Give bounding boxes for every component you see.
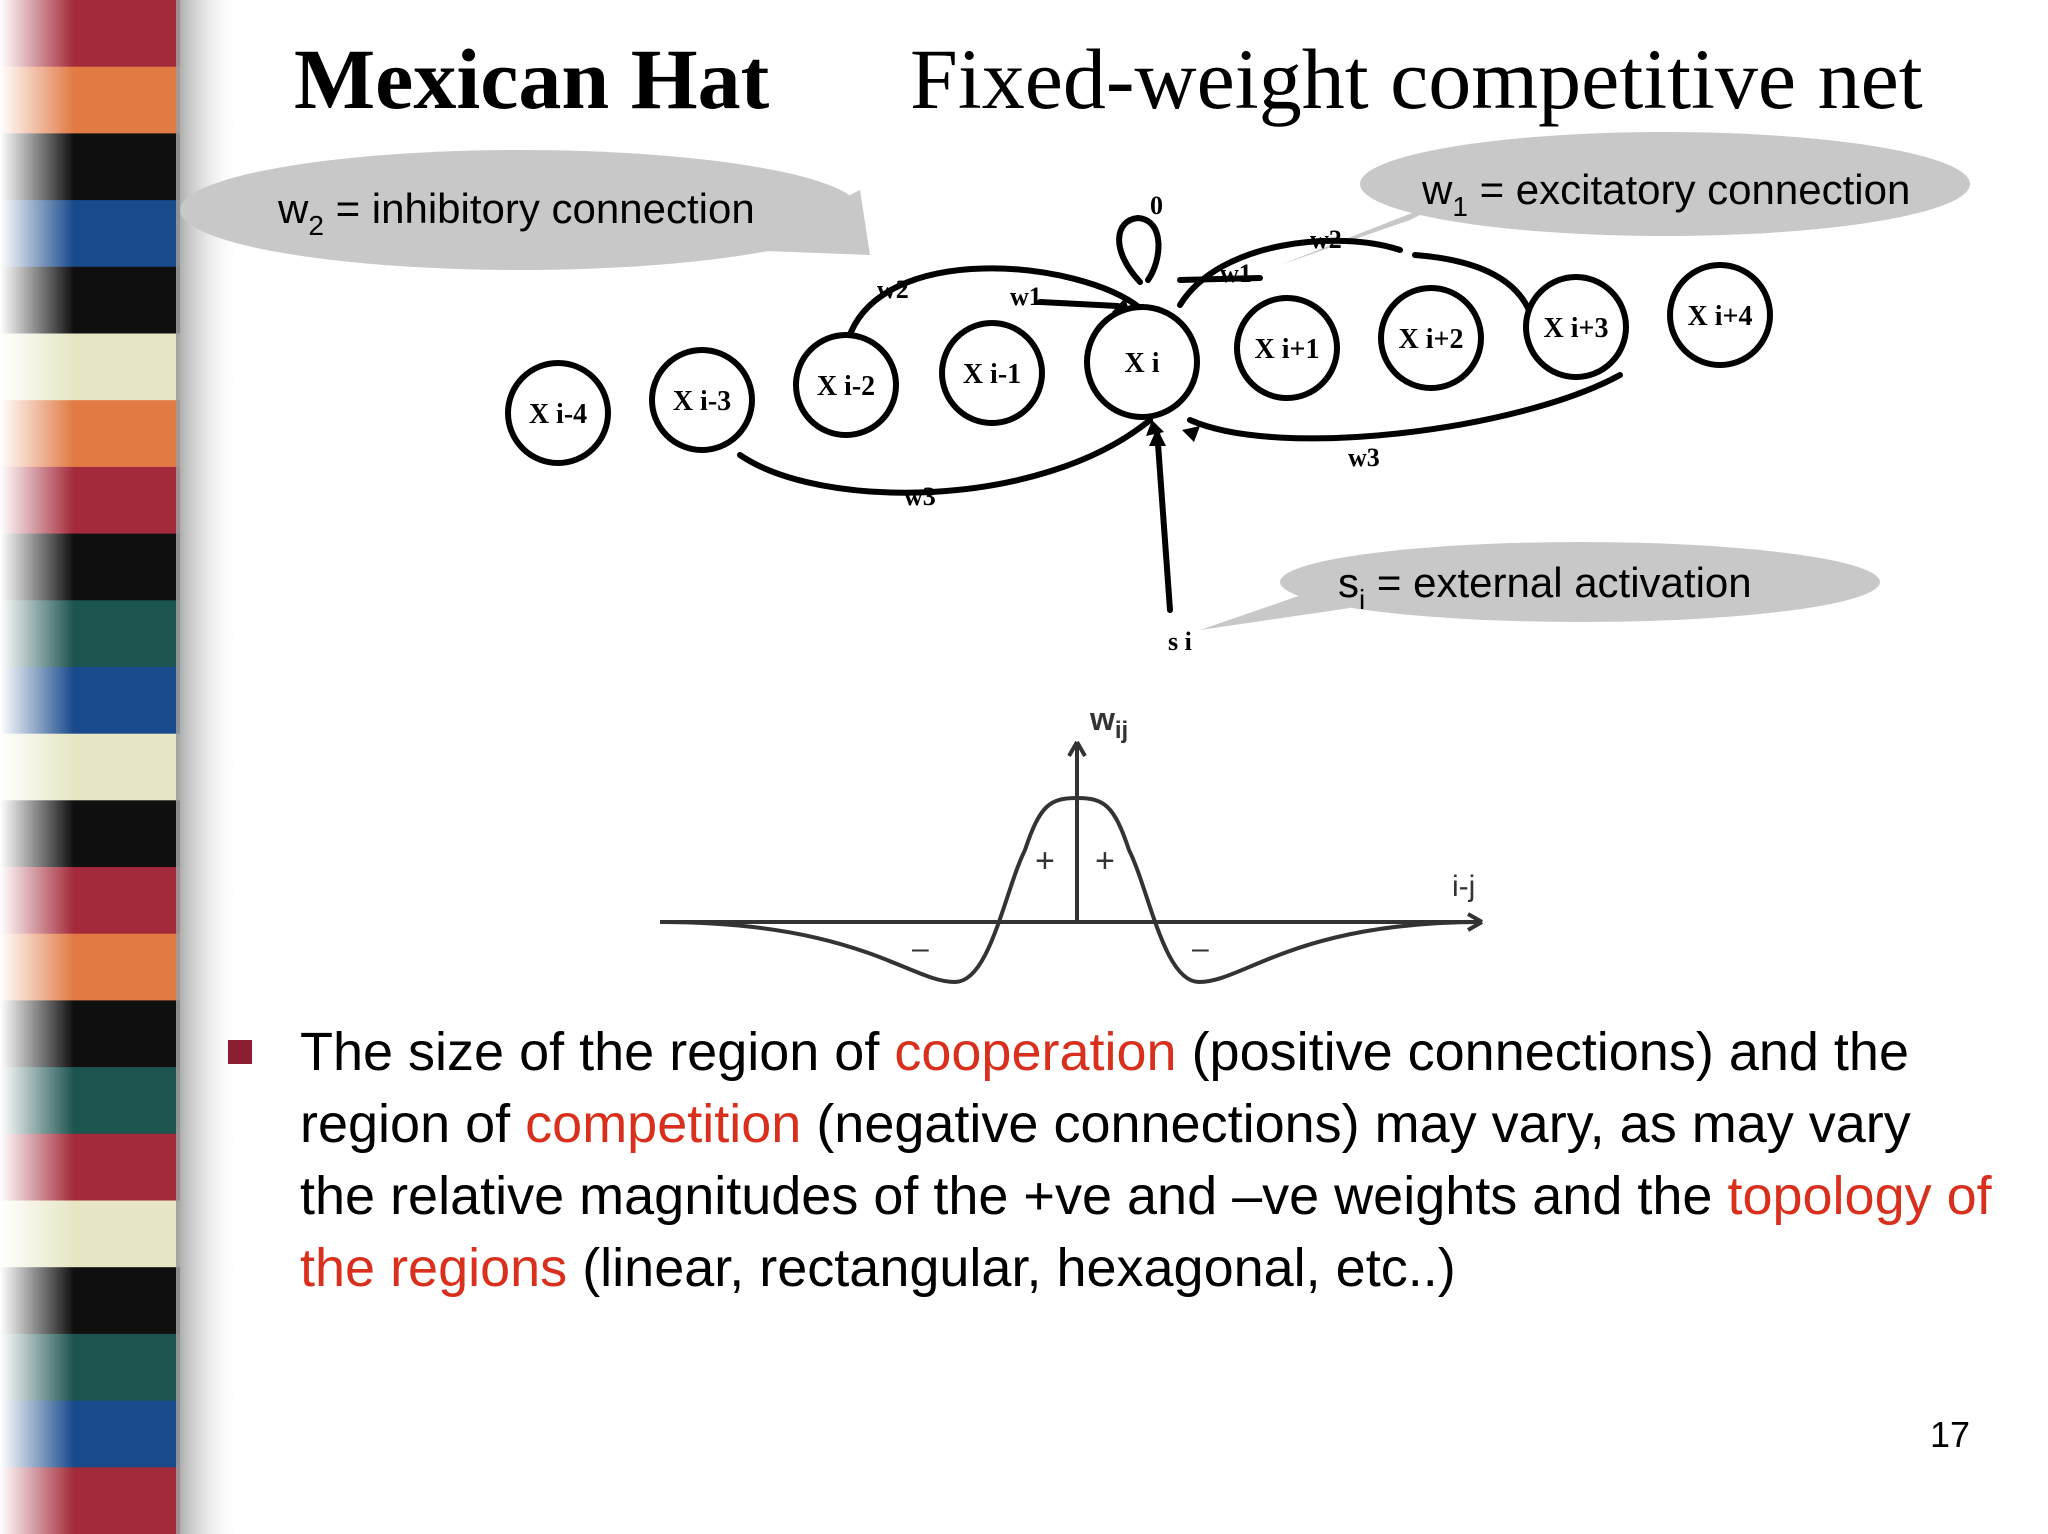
svg-text:X i-3: X i-3 [673,386,731,417]
page-number: 17 [1930,1414,1971,1455]
plot-plus-right: + [1095,842,1115,880]
svg-text:w1 = excitatory connection: w1 = excitatory connection [1421,166,1910,222]
node-xi-3: X i-3 [649,347,755,453]
excitatory-var: w [1421,166,1453,213]
node-xi-4: X i-4 [505,360,611,466]
w2-left-label: w2 [877,275,909,304]
svg-text:X i-4: X i-4 [529,399,587,430]
title-subtitle: Fixed-weight competitive net [910,31,1923,127]
node-xi-2: X i-2 [793,332,899,438]
external-text: = external activation [1365,559,1751,606]
competition-term: competition [525,1094,802,1154]
node-xi+2: X i+2 [1378,285,1484,391]
svg-text:X i+1: X i+1 [1255,334,1320,365]
plot-minus-left: – [912,932,929,965]
network-diagram: w2 = inhibitory connection w1 = excitato… [180,132,1970,656]
title-bold: Mexican Hat [294,31,770,127]
inhibitory-text: = inhibitory connection [324,185,755,232]
topology-term: topology of the regions [300,1166,1992,1298]
svg-text:si = external activation: si = external activation [1338,559,1752,615]
bullet-marker [228,1040,252,1064]
excitatory-text: = excitatory connection [1468,166,1910,213]
input-label: s i [1168,627,1192,656]
plot-minus-right: – [1192,932,1209,965]
w1-right-label: w1 [1220,259,1252,288]
inhibitory-callout: w2 = inhibitory connection [180,150,870,270]
w2-right-label: w2 [1310,225,1342,254]
external-callout: si = external activation [1200,542,1880,630]
mexican-hat-plot: wij i-j + + – – [659,701,1483,985]
node-xi: X i [1084,304,1200,420]
bullet-paragraph: The size of the region of cooperation (p… [300,1022,1992,1298]
node-xi+4: X i+4 [1667,262,1773,368]
inhibitory-sub: 2 [308,210,324,241]
inhibitory-var: w [277,185,309,232]
w1-left-label: w1 [1010,282,1042,311]
plot-plus-left: + [1035,842,1055,880]
svg-text:w2 = inhibitory connection: w2 = inhibitory connection [277,185,755,241]
excitatory-sub: 1 [1452,191,1468,222]
svg-text:X i-2: X i-2 [817,371,875,402]
svg-text:X i+4: X i+4 [1688,301,1753,332]
node-group: X i-4 X i-3 X i-2 X i-1 X i X i+1 X i+2 … [505,262,1773,466]
plot-y-label: wij [1089,701,1128,744]
node-xi+3: X i+3 [1523,274,1629,380]
self-loop-label: 0 [1150,191,1163,220]
decorative-stripe-bar [0,0,240,1534]
w3-left-label: w3 [904,482,936,511]
svg-text:X i: X i [1125,348,1160,379]
cooperation-term: cooperation [894,1022,1177,1082]
svg-text:X i+2: X i+2 [1399,324,1464,355]
w3-right-label: w3 [1348,443,1380,472]
node-xi-1: X i-1 [939,320,1045,426]
plot-x-label: i-j [1452,870,1475,903]
external-var: s [1338,559,1359,606]
node-xi+1: X i+1 [1234,295,1340,401]
excitatory-callout: w1 = excitatory connection [1280,132,1970,265]
svg-text:X i-1: X i-1 [963,359,1021,390]
svg-text:X i+3: X i+3 [1544,313,1609,344]
external-sub: i [1359,584,1365,615]
